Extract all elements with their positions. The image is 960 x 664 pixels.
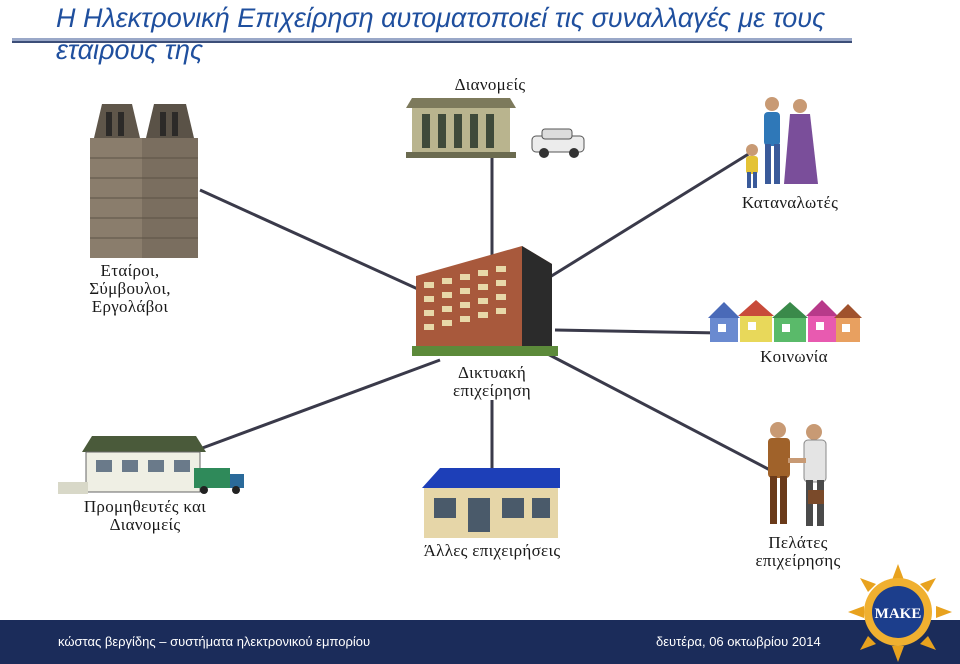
footer-date: δευτέρα, 06 οκτωβρίου 2014 [656,634,821,649]
logo-text: ΜΑΚΕ [875,606,922,622]
label-distributors: Διανομείς [454,75,526,94]
line-to-business-customers [539,348,771,472]
line-to-partners [199,188,421,292]
storefront-icon [422,468,560,538]
label-suppliers: Προμηθευτές και Διανομείς [83,497,207,534]
footer-author: κώστας βεργίδης – συστήματα ηλεκτρονικού… [58,634,371,649]
distributor-building-icon [406,98,585,158]
family-icon [746,97,818,188]
houses-icon [708,300,862,342]
twin-towers-icon [90,104,198,258]
sun-logo-icon: ΜΑΚΕ [848,564,952,662]
label-other-businesses: Άλλες επιχειρήσεις [423,541,561,560]
title-underline [12,38,852,43]
office-building-icon [412,246,558,356]
line-to-community [554,328,721,335]
label-center: Δικτυακή επιχείρηση [453,363,531,400]
label-consumers: Καταναλωτές [741,193,839,212]
line-to-consumers [544,148,756,282]
line-to-suppliers [169,358,441,462]
footer-bar: κώστας βεργίδης – συστήματα ηλεκτρονικού… [0,620,960,664]
warehouse-truck-icon [58,436,244,494]
label-business-customers: Πελάτες επιχείρησης [755,533,841,570]
label-partners: Εταίροι, Σύμβουλοι, Εργολάβοι [89,261,171,316]
handshake-icon [768,422,827,526]
label-community: Κοινωνία [760,347,828,366]
